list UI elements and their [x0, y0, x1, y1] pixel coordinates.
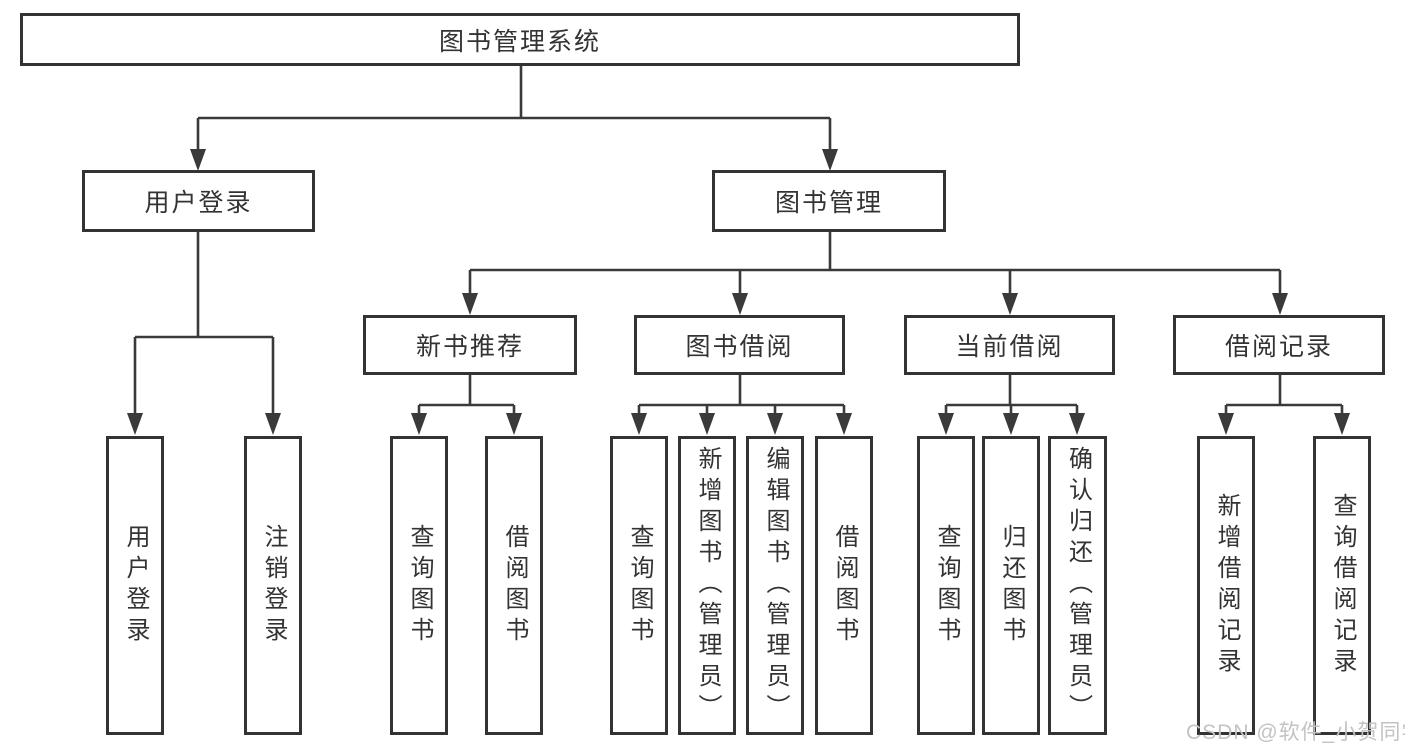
- leaf-bb-query-books-label: 查询图书: [626, 523, 653, 648]
- leaf-rec-borrow-books: 借阅图书: [485, 436, 543, 735]
- leaf-bb-borrow-books: 借阅图书: [815, 436, 873, 735]
- node-book-management-branch-label: 图书管理: [774, 189, 883, 217]
- node-borrow-records: 借阅记录: [1173, 315, 1385, 375]
- node-new-book-recommend: 新书推荐: [363, 315, 577, 375]
- leaf-logout-label: 注销登录: [260, 523, 287, 648]
- node-book-borrow-label: 图书借阅: [685, 333, 794, 361]
- leaf-bb-edit-books: 编辑图书（管理员）: [746, 436, 804, 735]
- connector-newbookrec-to-leaves: [411, 375, 522, 435]
- connector-bookborrow-to-leaves: [631, 375, 852, 435]
- connector-root-to-branches: [190, 66, 838, 171]
- leaf-cb-return-books-label: 归还图书: [998, 523, 1025, 648]
- node-user-login-branch: 用户登录: [82, 170, 315, 232]
- node-book-management-branch: 图书管理: [712, 170, 946, 232]
- leaf-cb-return-books: 归还图书: [982, 436, 1040, 735]
- leaf-user-login-label: 用户登录: [122, 523, 149, 648]
- leaf-cb-confirm-return-label: 确认归还（管理员）: [1064, 446, 1092, 725]
- csdn-watermark: CSDN @软件_小贺同学: [1186, 721, 1405, 744]
- leaf-rec-borrow-books-label: 借阅图书: [501, 523, 528, 648]
- node-current-borrow: 当前借阅: [904, 315, 1115, 375]
- connector-borrowrecords-to-leaves: [1218, 375, 1350, 435]
- node-root: 图书管理系统: [20, 13, 1020, 66]
- node-borrow-records-label: 借阅记录: [1224, 333, 1333, 361]
- node-book-borrow: 图书借阅: [634, 315, 845, 375]
- node-root-label: 图书管理系统: [438, 27, 601, 56]
- leaf-logout: 注销登录: [244, 436, 302, 735]
- leaf-cb-query-books-label: 查询图书: [933, 523, 960, 648]
- connector-bookmgmt-to-sections: [462, 232, 1288, 315]
- leaf-bb-borrow-books-label: 借阅图书: [831, 523, 858, 648]
- connector-userlogin-to-leaves: [127, 232, 281, 435]
- leaf-bb-edit-books-label: 编辑图书（管理员）: [762, 446, 789, 725]
- leaf-rec-query-books-label: 查询图书: [406, 523, 433, 648]
- connector-currentborrow-to-leaves: [938, 375, 1085, 435]
- leaf-cb-confirm-return: 确认归还（管理员）: [1048, 436, 1107, 735]
- leaf-br-query-record: 查询借阅记录: [1313, 436, 1371, 735]
- leaf-bb-add-books: 新增图书（管理员）: [678, 436, 736, 735]
- leaf-user-login: 用户登录: [106, 436, 164, 735]
- leaf-bb-add-books-label: 新增图书（管理员）: [694, 446, 721, 725]
- node-new-book-recommend-label: 新书推荐: [415, 333, 524, 361]
- leaf-br-add-record: 新增借阅记录: [1197, 436, 1255, 735]
- leaf-br-query-record-label: 查询借阅记录: [1329, 492, 1356, 679]
- leaf-br-add-record-label: 新增借阅记录: [1213, 492, 1240, 679]
- node-current-borrow-label: 当前借阅: [955, 333, 1064, 361]
- node-user-login-branch-label: 用户登录: [144, 189, 253, 217]
- leaf-cb-query-books: 查询图书: [917, 436, 975, 735]
- leaf-bb-query-books: 查询图书: [610, 436, 668, 735]
- leaf-rec-query-books: 查询图书: [390, 436, 448, 735]
